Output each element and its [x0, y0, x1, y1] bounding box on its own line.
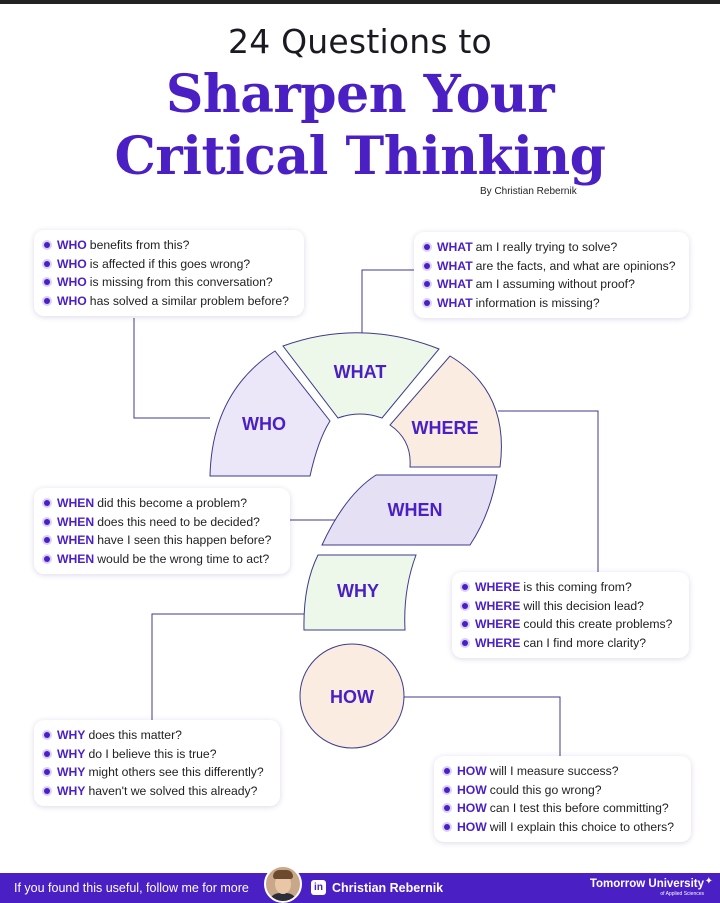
label-who: WHO: [242, 414, 286, 434]
segment-when: [321, 474, 498, 546]
connector-why: [151, 613, 304, 720]
bullet-icon: [44, 537, 50, 544]
follow-text: If you found this useful, follow me for …: [14, 881, 249, 895]
bullet-icon: [44, 260, 50, 267]
bullet-icon: [44, 518, 50, 525]
bullet-icon: [44, 787, 50, 794]
linkedin-icon[interactable]: in: [311, 880, 326, 895]
bullet-icon: [424, 281, 430, 288]
label-how: HOW: [330, 687, 374, 707]
avatar[interactable]: [264, 865, 302, 903]
bullet-icon: [44, 500, 50, 506]
bullet-icon: [44, 555, 50, 562]
label-where: WHERE: [412, 418, 479, 438]
sparkle-icon: ✦: [704, 876, 713, 887]
bullet-icon: [44, 732, 50, 738]
bullet-icon: [424, 244, 430, 250]
segment-how: [299, 643, 405, 749]
bullet-icon: [462, 602, 468, 609]
bullet-icon: [44, 769, 50, 776]
connector-how: [404, 696, 561, 758]
segment-where: [389, 355, 502, 468]
label-when: WHEN: [388, 500, 443, 520]
top-bar: [0, 0, 720, 4]
connector-where: [498, 410, 599, 572]
bullet-icon: [444, 768, 450, 774]
segment-who: [209, 350, 331, 477]
title-line-3: Critical Thinking: [114, 126, 606, 187]
brand-subtitle: of Applied Sciences: [660, 891, 704, 897]
bullet-icon: [424, 262, 430, 269]
bullet-icon: [462, 584, 468, 590]
question-mark-diagram: WHO WHAT WHERE WHEN WHY HOW: [133, 269, 599, 758]
connector-who: [133, 318, 210, 419]
bullet-icon: [44, 297, 50, 304]
segment-why: [303, 554, 417, 631]
byline: By Christian Rebernik: [480, 186, 577, 197]
bullet-icon: [462, 621, 468, 628]
author-link[interactable]: Christian Rebernik: [332, 881, 444, 895]
bullet-icon: [462, 639, 468, 646]
footer-bar: If you found this useful, follow me for …: [0, 865, 720, 903]
bullet-icon: [44, 242, 50, 248]
bullet-icon: [424, 299, 430, 306]
brand-logo: Tomorrow University of Applied Sciences …: [589, 876, 713, 898]
segment-what: [282, 332, 440, 419]
bullet-icon: [444, 805, 450, 812]
title-line-2: Sharpen Your: [165, 64, 555, 125]
title-line-1: 24 Questions to: [228, 22, 492, 61]
brand-name: Tomorrow University: [589, 878, 704, 890]
label-why: WHY: [337, 581, 379, 601]
bullet-icon: [44, 750, 50, 757]
bullet-icon: [44, 279, 50, 286]
bullet-icon: [444, 823, 450, 830]
label-what: WHAT: [334, 362, 387, 382]
bullet-icon: [444, 786, 450, 793]
